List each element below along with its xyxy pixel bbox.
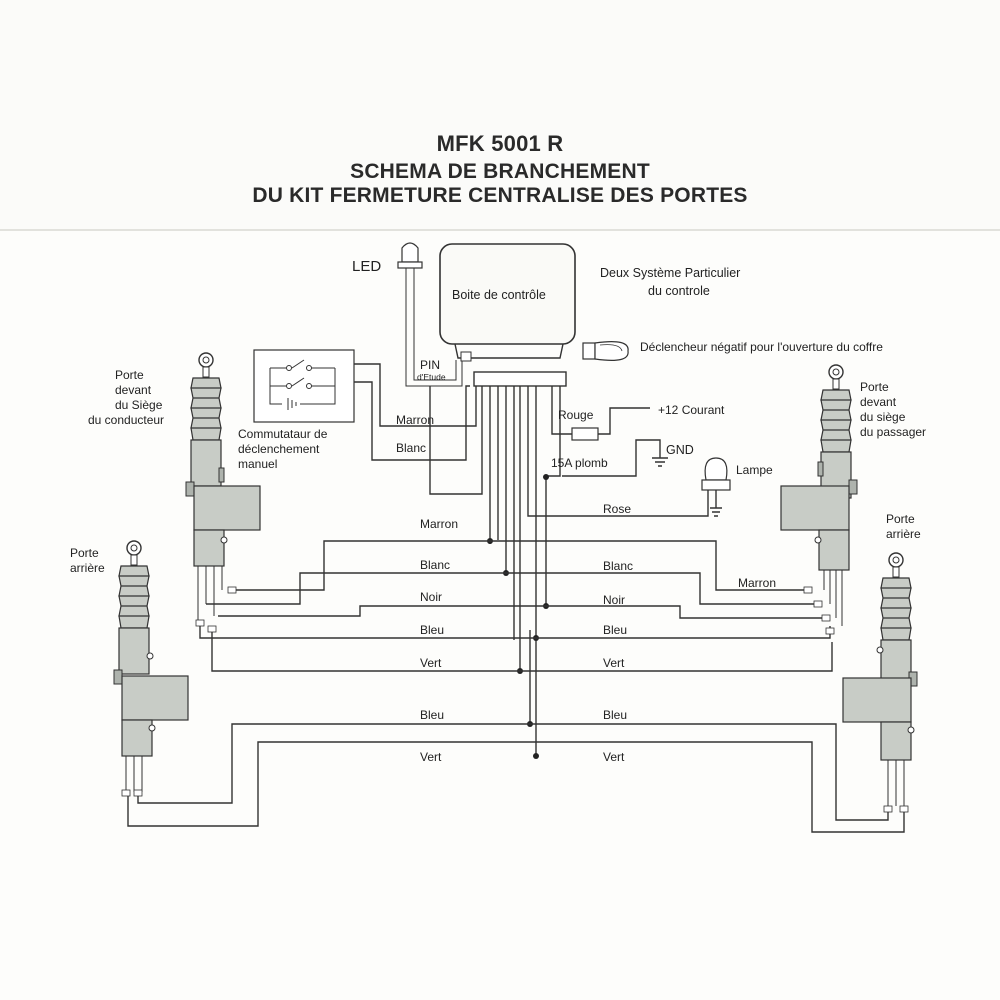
lamp-icon	[701, 457, 731, 517]
switch-wire-marron	[354, 363, 477, 427]
label-rear-left-2: arrière	[70, 561, 105, 575]
wire-bleu-bus	[199, 626, 831, 639]
label-switch-3: manuel	[238, 457, 277, 471]
actuator-rear-left	[113, 540, 189, 797]
wire-label-vert-left: Vert	[420, 656, 442, 670]
label-passenger-2: devant	[860, 395, 897, 409]
wire-label-vert-low-right: Vert	[603, 750, 625, 764]
gnd-symbol	[652, 457, 668, 467]
label-system-1: Deux Système Particulier	[600, 266, 740, 280]
wire-label-vert-right: Vert	[603, 656, 625, 670]
manual-switch	[253, 349, 355, 423]
led-icon	[397, 242, 463, 387]
wire-label-blanc-left: Blanc	[420, 558, 450, 572]
pin-connector	[460, 351, 472, 362]
label-driver-1: Porte	[115, 368, 144, 382]
trunk-trigger-icon	[582, 341, 629, 361]
wire-label-rose: Rose	[603, 502, 631, 516]
wire-label-vert-low-left: Vert	[420, 750, 442, 764]
wire-label-bleu-low-right: Bleu	[603, 708, 627, 722]
actuator-passenger-front	[780, 364, 858, 635]
label-led: LED	[352, 258, 381, 275]
wire-vert-bus	[211, 632, 833, 672]
title-kit: DU KIT FERMETURE CENTRALISE DES PORTES	[252, 184, 748, 207]
wire-label-bleu-low-left: Bleu	[420, 708, 444, 722]
wire-noir-bus	[218, 605, 826, 619]
label-rear-left-1: Porte	[70, 546, 99, 560]
harness-loop	[429, 386, 483, 495]
wire-rouge	[551, 386, 572, 435]
label-rear-right-2: arrière	[886, 527, 921, 541]
wire-15a	[546, 386, 561, 477]
label-rear-right-1: Porte	[886, 512, 915, 526]
label-control-box: Boite de contrôle	[452, 288, 546, 302]
wire-gnd	[562, 439, 661, 477]
label-driver-2: devant	[115, 383, 152, 397]
wire-label-noir-left: Noir	[420, 590, 442, 604]
label-trunk-trigger: Déclencheur négatif pour l'ouverture du …	[640, 340, 883, 354]
label-gnd: GND	[666, 443, 694, 457]
label-passenger-3: du siège	[860, 410, 906, 424]
label-driver-3: du Siège	[115, 398, 163, 412]
label-driver-4: du conducteur	[88, 413, 164, 427]
header-divider	[0, 229, 1000, 231]
wire-label-blanc-right: Blanc	[603, 559, 633, 573]
actuator-driver-front	[185, 352, 261, 633]
label-switch-2: déclenchement	[238, 442, 320, 456]
wire-power	[598, 407, 650, 435]
wire-vert-rear	[127, 741, 905, 833]
wire-bleu-rear	[137, 723, 889, 821]
wire-label-marron-left: Marron	[420, 517, 458, 531]
label-power: +12 Courant	[658, 403, 725, 417]
label-lamp: Lampe	[736, 463, 773, 477]
label-passenger-4: du passager	[860, 425, 926, 439]
title-schema: SCHEMA DE BRANCHEMENT	[350, 160, 650, 183]
wire-label-noir-right: Noir	[603, 593, 625, 607]
label-pin-sub: d'Etude	[417, 372, 446, 382]
wire-harness-connector	[473, 371, 567, 387]
label-system-2: du controle	[648, 284, 710, 298]
junction-dots	[487, 474, 549, 759]
fuse-icon	[571, 427, 599, 441]
wire-label-marron-top: Marron	[396, 413, 434, 427]
label-pin: PIN	[420, 358, 440, 372]
header-panel	[0, 0, 1000, 230]
actuator-rear-right	[842, 552, 918, 813]
wire-label-bleu-right: Bleu	[603, 623, 627, 637]
wire-blanc-bus	[206, 572, 818, 605]
wire-label-bleu-left: Bleu	[420, 623, 444, 637]
wire-label-marron-right: Marron	[738, 576, 776, 590]
title-model: MFK 5001 R	[436, 131, 564, 156]
wire-marron-bus	[232, 540, 808, 591]
switch-wire-blanc	[354, 381, 470, 461]
wire-rose	[527, 386, 709, 517]
label-fuse: 15A plomb	[551, 456, 608, 470]
label-passenger-1: Porte	[860, 380, 889, 394]
label-switch-1: Commutataur de	[238, 427, 328, 441]
wire-label-blanc-top: Blanc	[396, 441, 426, 455]
wire-label-rouge: Rouge	[558, 408, 594, 422]
